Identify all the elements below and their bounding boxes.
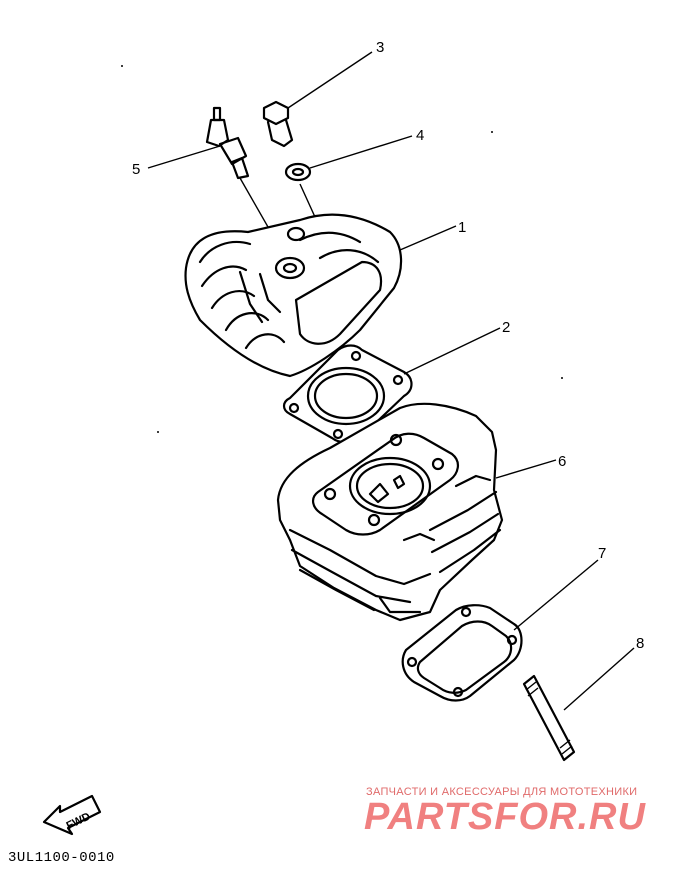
leader-2 — [403, 327, 501, 375]
leader-4 — [309, 135, 413, 169]
watermark-brand: PARTSFOR.RU — [364, 796, 646, 838]
callout-3: 3 — [376, 39, 384, 56]
spark-plug — [205, 106, 250, 180]
leader-6 — [495, 459, 557, 479]
callout-7: 7 — [598, 545, 606, 562]
leader-1 — [399, 225, 457, 251]
stud-bolt — [522, 674, 576, 762]
leader-7 — [513, 559, 599, 631]
cylinder-head-bolt — [262, 100, 294, 148]
callout-6: 6 — [558, 453, 566, 470]
callout-8: 8 — [636, 635, 644, 652]
fwd-arrow-icon: FWD — [42, 794, 102, 836]
washer — [284, 162, 312, 182]
diagram-code: 3UL1100-0010 — [8, 850, 115, 866]
cylinder-head — [184, 213, 403, 378]
callout-1: 1 — [458, 219, 466, 236]
callout-2: 2 — [502, 319, 510, 336]
cylinder — [276, 402, 504, 622]
leader-5 — [147, 145, 221, 169]
callout-5: 5 — [132, 161, 140, 178]
cylinder-head-gasket — [282, 344, 413, 444]
leader-8 — [563, 647, 635, 711]
watermark-tagline: ЗАПЧАСТИ И АКСЕССУАРЫ ДЛЯ МОТОТЕХНИКИ — [366, 786, 638, 798]
leader-3 — [287, 51, 373, 109]
callout-4: 4 — [416, 127, 424, 144]
cylinder-base-gasket — [401, 604, 523, 702]
